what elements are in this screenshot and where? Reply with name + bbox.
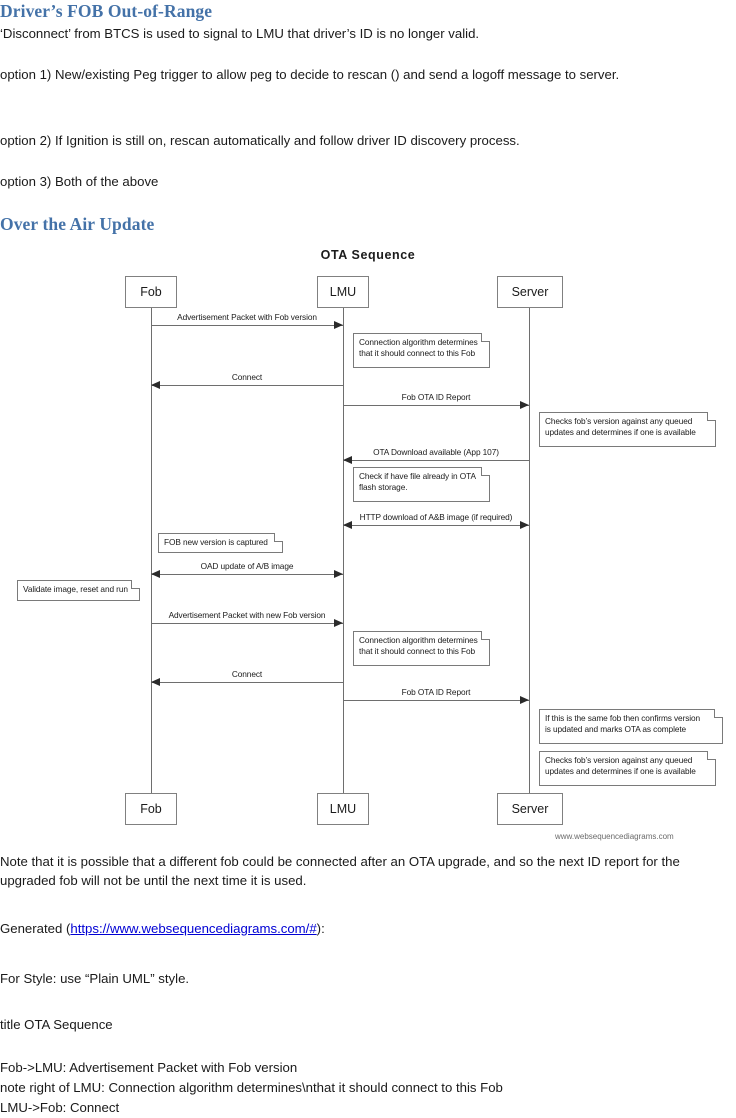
arrowhead-message-6-left — [151, 569, 160, 578]
note-text-line: Checks fob’s version against any queued — [545, 416, 693, 426]
paragraph-note-different-fob: Note that it is possible that a differen… — [0, 854, 680, 888]
source-line-connect: LMU->Fob: Connect — [0, 1100, 120, 1115]
arrowhead-message-8 — [151, 677, 160, 686]
note-text-line: updates and determines if one is availab… — [545, 427, 696, 438]
arrowhead-message-7 — [334, 618, 343, 627]
note-server-checks-version-1: Checks fob’s version against any queued … — [539, 412, 716, 447]
generated-prefix-text: Generated ( — [0, 921, 71, 936]
note-dogear — [481, 631, 490, 640]
message-line-2 — [151, 385, 343, 386]
source-line-advertisement: Fob->LMU: Advertisement Packet with Fob … — [0, 1060, 298, 1075]
note-dogear — [131, 580, 140, 589]
paragraph-disconnect: ‘Disconnect’ from BTCS is used to signal… — [0, 26, 480, 41]
note-text-line: Validate image, reset and run — [23, 584, 128, 594]
note-connection-algorithm-2: Connection algorithm determines that it … — [353, 631, 490, 666]
note-text-line: is updated and marks OTA as complete — [545, 724, 687, 735]
lifeline-fob — [151, 308, 152, 798]
source-line-note-right: note right of LMU: Connection algorithm … — [0, 1080, 503, 1095]
actor-box-lmu-bottom: LMU — [317, 793, 369, 825]
paragraph-option-2: option 2) If Ignition is still on, resca… — [0, 133, 520, 148]
note-validate-image: Validate image, reset and run — [17, 580, 140, 601]
paragraph-style: For Style: use “Plain UML” style. — [0, 971, 190, 986]
arrowhead-message-2 — [151, 380, 160, 389]
message-line-9 — [343, 700, 529, 701]
lifeline-lmu — [343, 308, 344, 798]
message-label-4: OTA Download available (App 107) — [373, 447, 499, 457]
paragraph-option-1: option 1) New/existing Peg trigger to al… — [0, 67, 620, 82]
message-label-9: Fob OTA ID Report — [401, 687, 471, 697]
actor-box-lmu-top: LMU — [317, 276, 369, 308]
lifeline-server — [529, 308, 530, 798]
paragraph-generated: Generated (https://www.websequencediagra… — [0, 920, 736, 939]
message-label-8: Connect — [231, 669, 263, 679]
note-text-line: FOB new version is captured — [164, 537, 268, 547]
paragraph-option-3: option 3) Both of the above — [0, 174, 159, 189]
message-label-7: Advertisement Packet with new Fob versio… — [168, 610, 326, 620]
actor-label-lmu-bottom: LMU — [329, 802, 357, 816]
actor-box-server-top: Server — [497, 276, 563, 308]
actor-box-server-bottom: Server — [497, 793, 563, 825]
note-text-line: Connection algorithm determines — [359, 635, 478, 645]
note-text-line: updates and determines if one is availab… — [545, 766, 696, 777]
arrowhead-message-3 — [520, 400, 529, 409]
message-label-2: Connect — [231, 372, 263, 382]
message-line-4 — [343, 460, 529, 461]
diagram-title: OTA Sequence — [320, 248, 416, 262]
actor-label-server: Server — [511, 285, 549, 299]
arrowhead-message-9 — [520, 695, 529, 704]
note-dogear — [707, 412, 716, 421]
arrowhead-message-1 — [334, 320, 343, 329]
note-dogear — [707, 751, 716, 760]
note-text-line: Check if have file already in OTA — [359, 471, 476, 481]
note-check-flash-storage: Check if have file already in OTA flash … — [353, 467, 490, 502]
note-text-line: that it should connect to this Fob — [359, 646, 476, 657]
note-server-same-fob-confirms: If this is the same fob then confirms ve… — [539, 709, 723, 744]
ota-sequence-diagram: OTA Sequence Fob LMU Server Fob LMU Serv… — [0, 248, 736, 843]
note-server-checks-version-2: Checks fob’s version against any queued … — [539, 751, 716, 786]
source-line-title: title OTA Sequence — [0, 1017, 113, 1032]
message-line-3 — [343, 405, 529, 406]
note-text-line: that it should connect to this Fob — [359, 348, 476, 359]
note-text-line: flash storage. — [359, 482, 408, 493]
note-text-line: If this is the same fob then confirms ve… — [545, 713, 701, 723]
generated-suffix-text: ): — [316, 921, 325, 936]
note-text-line: Checks fob’s version against any queued — [545, 755, 693, 765]
note-dogear — [481, 467, 490, 476]
actor-box-fob-top: Fob — [125, 276, 177, 308]
arrowhead-message-5-left — [343, 520, 352, 529]
note-connection-algorithm-1: Connection algorithm determines that it … — [353, 333, 490, 368]
note-dogear — [481, 333, 490, 342]
message-line-7 — [151, 623, 343, 624]
arrowhead-message-5-right — [520, 520, 529, 529]
note-fob-new-version-captured: FOB new version is captured — [158, 533, 283, 553]
note-dogear — [714, 709, 723, 718]
message-line-5 — [343, 525, 529, 526]
message-label-3: Fob OTA ID Report — [401, 392, 471, 402]
page-title: Driver’s FOB Out-of-Range — [0, 1, 213, 21]
message-label-6: OAD update of A/B image — [200, 561, 294, 571]
message-line-1 — [151, 325, 343, 326]
arrowhead-message-6-right — [334, 569, 343, 578]
note-text-line: Connection algorithm determines — [359, 337, 478, 347]
actor-box-fob-bottom: Fob — [125, 793, 177, 825]
actor-label-lmu: LMU — [329, 285, 357, 299]
message-label-1: Advertisement Packet with Fob version — [177, 312, 317, 322]
actor-label-fob-bottom: Fob — [140, 802, 162, 816]
section-heading-over-the-air-update: Over the Air Update — [0, 214, 155, 234]
message-line-8 — [151, 682, 343, 683]
actor-label-fob: Fob — [140, 285, 162, 299]
arrowhead-message-4 — [343, 455, 352, 464]
diagram-watermark: www.websequencediagrams.com — [555, 832, 674, 841]
note-dogear — [274, 533, 283, 542]
message-label-5: HTTP download of A&B image (if required) — [359, 512, 513, 522]
message-line-6 — [151, 574, 343, 575]
websequencediagrams-link[interactable]: https://www.websequencediagrams.com/# — [70, 921, 317, 936]
actor-label-server-bottom: Server — [511, 802, 549, 816]
